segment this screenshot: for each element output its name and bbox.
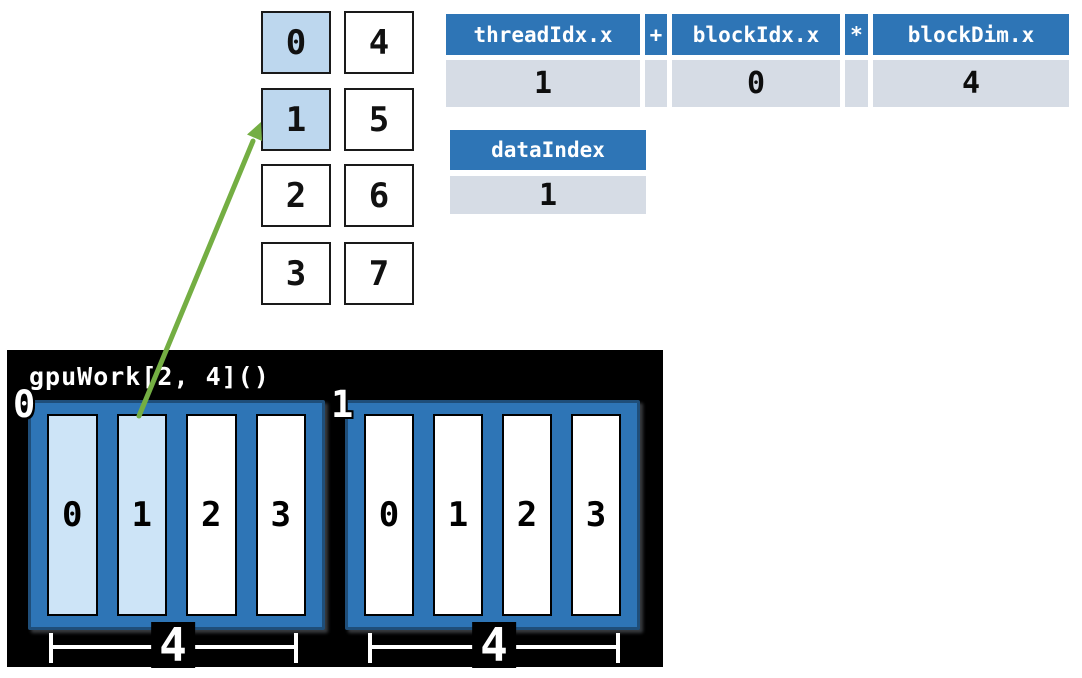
block0-thread-2: 2 bbox=[186, 414, 237, 616]
block1-thread-1: 1 bbox=[433, 414, 483, 616]
value-threadidx: 1 bbox=[446, 60, 640, 107]
header-multiply-operator: * bbox=[845, 14, 868, 55]
block1-thread-3: 3 bbox=[571, 414, 621, 616]
value-blockidx: 0 bbox=[672, 60, 840, 107]
block0-dimension-label: 4 bbox=[151, 622, 195, 668]
header-blockidx: blockIdx.x bbox=[672, 14, 840, 55]
grid-cell-7: 7 bbox=[344, 242, 414, 305]
grid-cell-6: 6 bbox=[344, 164, 414, 227]
grid-cell-0: 0 bbox=[261, 11, 331, 74]
kernel-call-label: gpuWork[2, 4]() bbox=[29, 362, 270, 391]
dataindex-table: dataIndex 1 bbox=[450, 130, 646, 214]
value-multiply-spacer bbox=[845, 60, 868, 107]
dataindex-header: dataIndex bbox=[450, 130, 646, 170]
grid-cell-3: 3 bbox=[261, 242, 331, 305]
block0-thread-1: 1 bbox=[116, 414, 167, 616]
grid-cell-4: 4 bbox=[344, 11, 414, 74]
block0-dimension-tick-right bbox=[294, 633, 298, 663]
block1-thread-2: 2 bbox=[502, 414, 552, 616]
block0-thread-3: 3 bbox=[255, 414, 306, 616]
block-1-label: 1 bbox=[331, 383, 354, 426]
block1-dimension-tick-left bbox=[368, 633, 372, 663]
value-blockdim: 4 bbox=[873, 60, 1069, 107]
block0-thread-0: 0 bbox=[47, 414, 98, 616]
dataindex-value: 1 bbox=[450, 176, 646, 214]
header-threadidx: threadIdx.x bbox=[446, 14, 640, 55]
block-0-label: 0 bbox=[13, 383, 36, 426]
thread-block-0: 0 1 2 3 bbox=[28, 400, 325, 630]
formula-table: threadIdx.x + blockIdx.x * blockDim.x 1 … bbox=[446, 14, 1069, 107]
formula-value-row: 1 0 4 bbox=[446, 60, 1069, 107]
grid-cell-1: 1 bbox=[261, 88, 331, 151]
grid-cell-2: 2 bbox=[261, 164, 331, 227]
formula-header-row: threadIdx.x + blockIdx.x * blockDim.x bbox=[446, 14, 1069, 55]
value-plus-spacer bbox=[645, 60, 667, 107]
header-blockdim: blockDim.x bbox=[873, 14, 1069, 55]
block1-thread-0: 0 bbox=[364, 414, 414, 616]
grid-cell-5: 5 bbox=[344, 88, 414, 151]
block1-dimension-label: 4 bbox=[472, 622, 516, 668]
thread-block-1: 0 1 2 3 bbox=[345, 400, 640, 630]
header-plus-operator: + bbox=[645, 14, 667, 55]
kernel-panel: gpuWork[2, 4]() 0 1 0 1 2 3 0 1 2 3 4 4 bbox=[7, 350, 663, 668]
block0-dimension-tick-left bbox=[49, 633, 53, 663]
block1-dimension-tick-right bbox=[616, 633, 620, 663]
